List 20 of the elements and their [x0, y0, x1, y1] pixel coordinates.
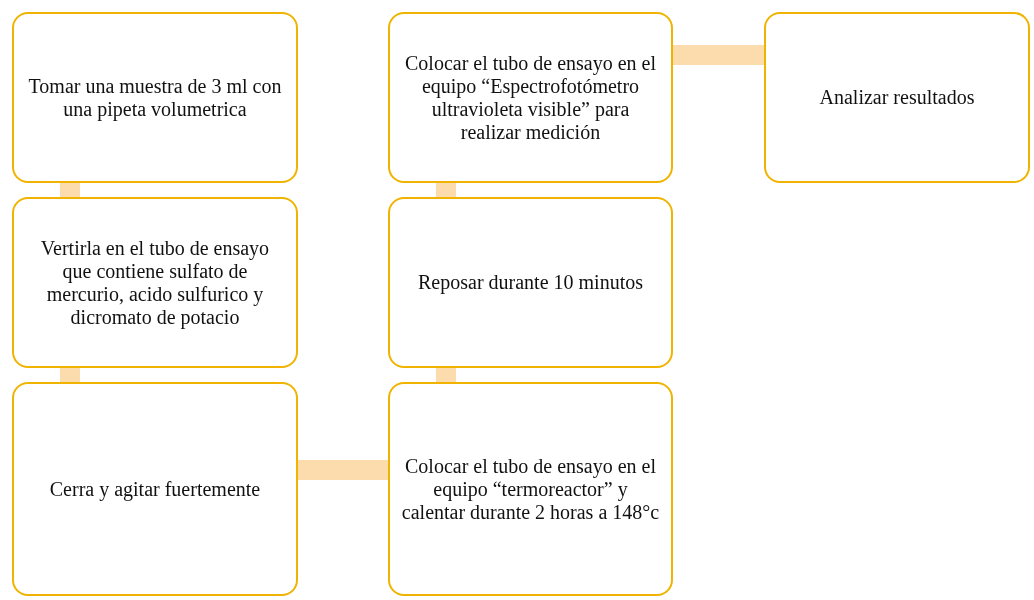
process-box: [388, 12, 673, 183]
process-box: [12, 382, 298, 596]
connector-line: [436, 368, 456, 382]
process-box: [388, 197, 673, 368]
connector-line: [60, 368, 80, 382]
step-text: Analizar resultados: [819, 86, 975, 109]
process-box: [12, 12, 298, 183]
step-text: Tomar una muestra de 3 ml con una pipeta volumetrica: [27, 74, 283, 121]
process-box: [388, 382, 673, 596]
step-text: Colocar el tubo de ensayo en el equipo “termoreactor” y calentar durante 2 horas a 148°c: [400, 454, 661, 524]
connector-line: [436, 183, 456, 197]
step-text: Vertirla en el tubo de ensayo que contiene sulfato de mercurio, acido sulfurico y dicromato de potacio: [39, 236, 271, 329]
connector-line: [298, 460, 388, 480]
step-text: Reposar durante 10 minutos: [418, 271, 643, 294]
step-text: Colocar el tubo de ensayo en el equipo “Espectrofotómetro ultravioleta visible” para realizar medición: [404, 51, 657, 144]
connector-line: [673, 45, 764, 65]
process-box: [12, 197, 298, 368]
process-box: [764, 12, 1030, 183]
step-text: Cerra y agitar fuertemente: [49, 477, 261, 501]
connector-line: [60, 183, 80, 197]
